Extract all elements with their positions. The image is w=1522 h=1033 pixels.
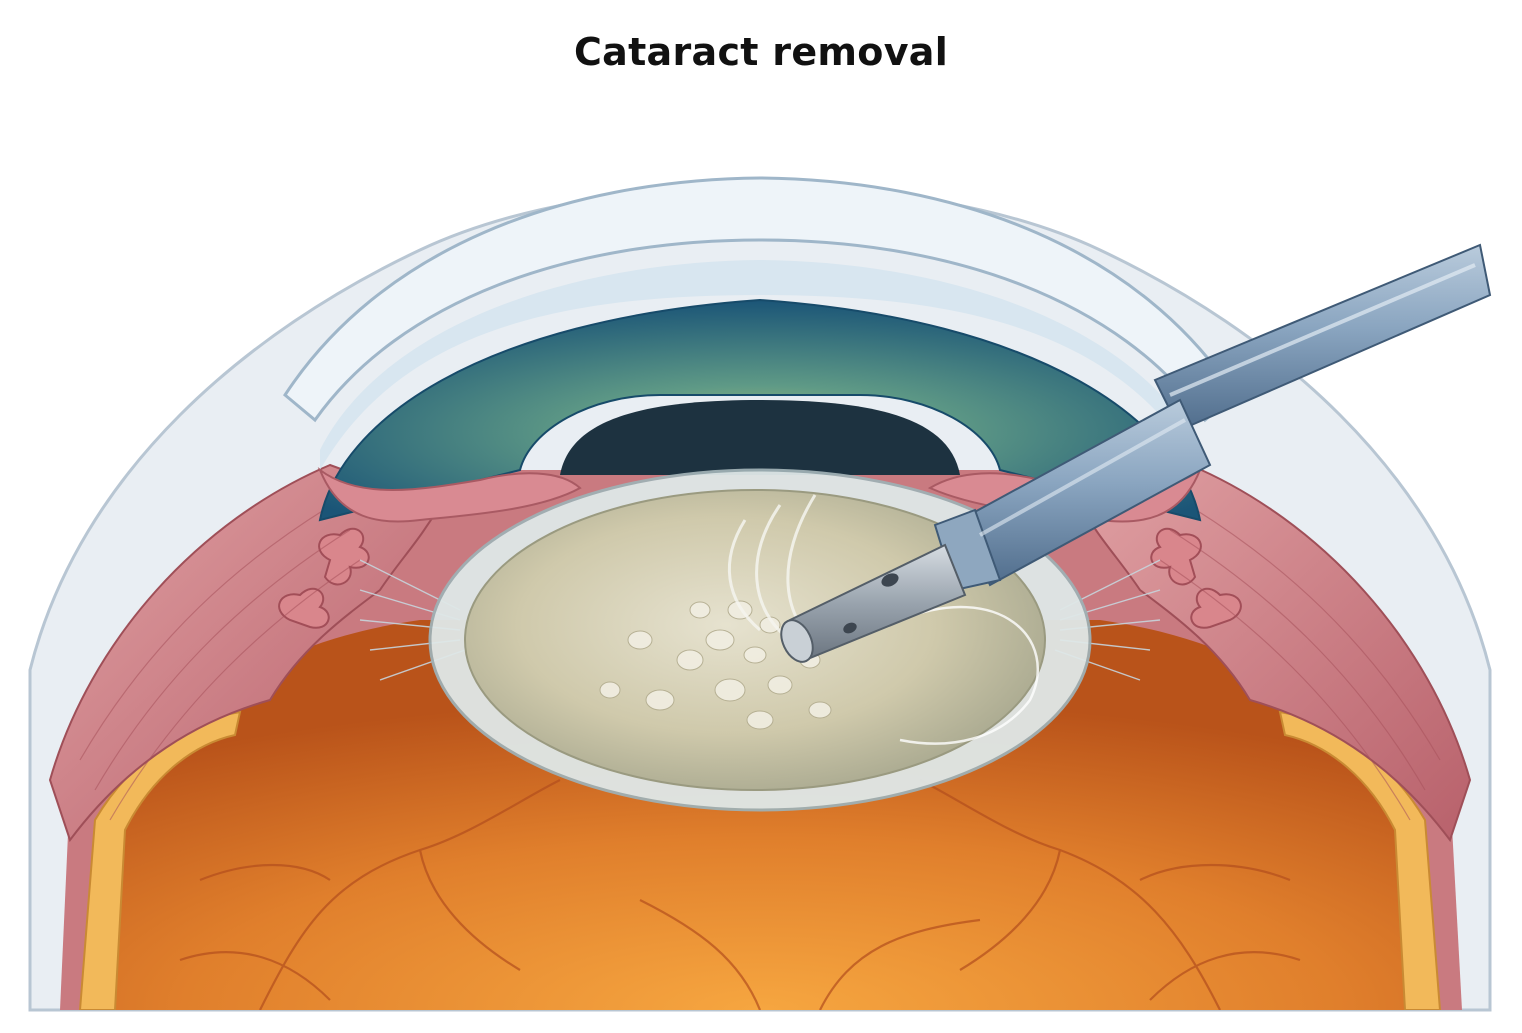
left-iris-edge <box>317 467 582 523</box>
cataract-lens <box>464 489 1046 791</box>
diagram-title: Cataract removal <box>573 30 949 74</box>
capsule-tear <box>899 605 1039 745</box>
muscle-striations <box>79 499 1441 821</box>
retinal-vessels <box>179 779 1301 1010</box>
pupil <box>560 400 960 475</box>
phaco-probe-icon <box>780 243 1492 663</box>
retina <box>105 620 1418 1010</box>
anterior-chamber <box>320 260 1200 470</box>
ciliary-processes <box>278 527 1242 629</box>
